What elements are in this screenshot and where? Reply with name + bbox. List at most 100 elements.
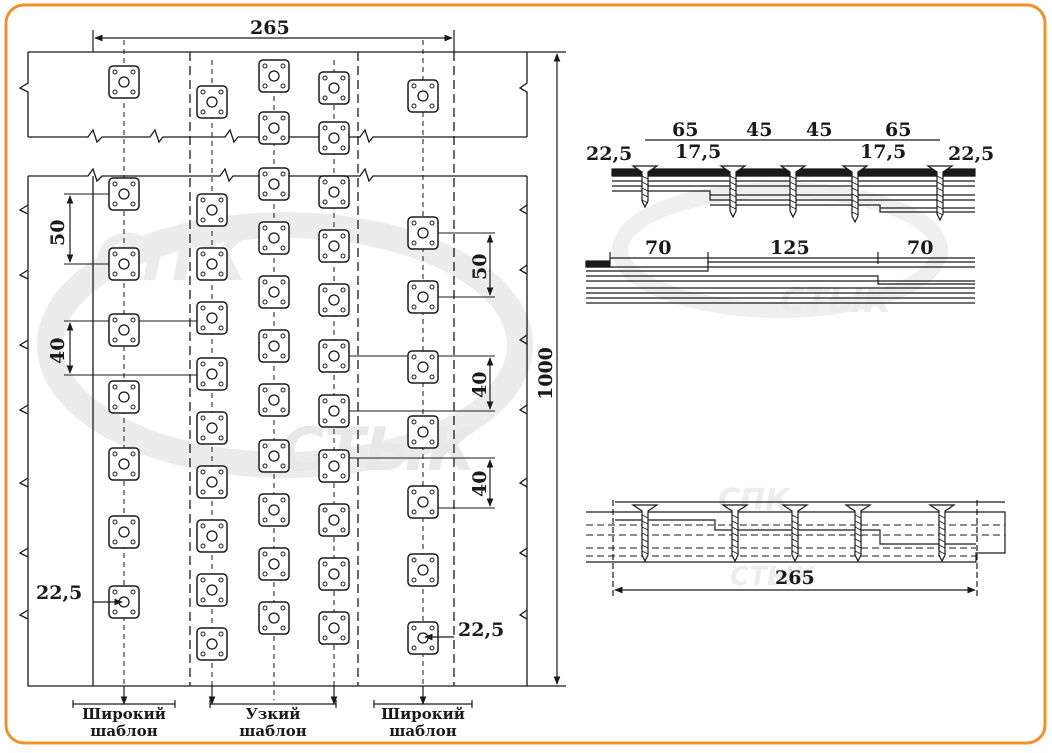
- dim-45-a: 45: [746, 119, 772, 141]
- mounting-plate: [407, 350, 439, 384]
- mounting-plate: [108, 515, 140, 549]
- mounting-plate: [258, 547, 290, 581]
- dim-65-a: 65: [672, 119, 698, 141]
- screw: [721, 504, 749, 563]
- mounting-plate: [196, 85, 228, 119]
- mounting-plate: [196, 573, 228, 607]
- screws-bottom: [631, 504, 956, 563]
- mounting-plate: [258, 601, 290, 635]
- mounting-plate: [318, 121, 350, 155]
- dim-22-5-right-label: 22,5: [458, 619, 504, 641]
- mounting-plate: [196, 465, 228, 499]
- dim-17-5-left: 17,5: [675, 141, 721, 163]
- layer-line: [586, 261, 975, 272]
- bottom-outline: [586, 511, 1006, 563]
- mounting-plate: [108, 247, 140, 281]
- mounting-plate: [318, 449, 350, 483]
- mounting-plate: [108, 447, 140, 481]
- mounting-plate: [258, 167, 290, 201]
- screw: [779, 165, 807, 219]
- watermark-text-3: СТЫК: [780, 281, 893, 321]
- mounting-plate: [258, 59, 290, 93]
- screw: [631, 165, 659, 209]
- mounting-plate: [108, 65, 140, 99]
- caption-wide-right-2: шаблон: [389, 722, 456, 740]
- mounting-plate: [258, 383, 290, 417]
- dim-65-b: 65: [885, 119, 911, 141]
- mounting-plate: [108, 313, 140, 347]
- dim-22-5-left-label: 22,5: [36, 582, 82, 604]
- dim-40-right-a-label: 40: [469, 372, 491, 398]
- mounting-plate: [318, 175, 350, 209]
- plan-main-sheet-outline: [27, 176, 528, 687]
- dim-265-bottom-label: 265: [775, 567, 815, 589]
- mounting-plate: [196, 411, 228, 445]
- watermark-text-4: СПК: [718, 483, 791, 518]
- mounting-plate: [407, 485, 439, 519]
- section-mid: [585, 252, 975, 304]
- mounting-plate: [196, 193, 228, 227]
- section-top-labels: 65 45 45 65 22,5 17,5 17,5 22,5: [586, 119, 994, 165]
- plan-dimensions: [66, 30, 566, 708]
- mounting-plate: [196, 247, 228, 281]
- mounting-plate: [318, 557, 350, 591]
- mounting-plate: [407, 553, 439, 587]
- mounting-plate: [318, 394, 350, 428]
- dim-45-b: 45: [806, 119, 832, 141]
- caption-narrow-1: Узкий: [246, 705, 301, 723]
- mounting-plate: [196, 357, 228, 391]
- mounting-plate: [108, 380, 140, 414]
- watermark-ring-right: [612, 182, 948, 318]
- mounting-plate: [196, 519, 228, 553]
- plan-top-sheet-break: [28, 128, 527, 144]
- mid-top-block: [585, 260, 611, 268]
- caption-wide-left-2: шаблон: [90, 722, 157, 740]
- mounting-plate: [108, 585, 140, 619]
- mounting-plate: [196, 627, 228, 661]
- caption-wide-left-1: Широкий: [82, 705, 166, 723]
- plan-top-sheet-outline: [18, 51, 528, 137]
- dim-22-5-edge-right: 22,5: [948, 143, 994, 165]
- watermark-text-2: СТЫК: [280, 415, 479, 485]
- mounting-plate: [318, 339, 350, 373]
- mounting-plate: [318, 611, 350, 645]
- mounting-plate: [108, 177, 140, 211]
- plan-main-sheet-break: [28, 167, 527, 183]
- mounting-plate: [407, 216, 439, 250]
- dim-50-right-label: 50: [469, 254, 491, 280]
- dim-70-a: 70: [645, 237, 671, 259]
- dim-17-5-right: 17,5: [860, 141, 906, 163]
- caption-wide-right-1: Широкий: [381, 705, 465, 723]
- mounting-plate: [318, 503, 350, 537]
- mounting-plate: [258, 329, 290, 363]
- dim-125: 125: [770, 237, 810, 259]
- mounting-plate: [258, 493, 290, 527]
- caption-narrow-2: шаблон: [239, 722, 306, 740]
- mounting-plate: [407, 280, 439, 314]
- screw: [781, 504, 809, 563]
- screw: [926, 165, 954, 222]
- dim-1000-label: 1000: [535, 347, 557, 400]
- dim-70-b: 70: [907, 237, 933, 259]
- screw: [844, 504, 872, 563]
- section-mid-labels: 70 125 70: [645, 237, 933, 259]
- dim-265-top-label: 265: [250, 17, 290, 39]
- dim-22-5-edge-left: 22,5: [586, 143, 632, 165]
- dim-40-right-b-label: 40: [469, 471, 491, 497]
- plan-left-zigzags: [18, 204, 29, 620]
- mounting-plate: [318, 71, 350, 105]
- mounting-plate: [407, 79, 439, 113]
- plates-layer: [108, 59, 439, 661]
- mounting-plate: [258, 439, 290, 473]
- mounting-plate: [258, 275, 290, 309]
- screw: [719, 165, 747, 219]
- screw: [841, 165, 869, 224]
- plan-right-zigzags: [518, 204, 528, 620]
- mounting-plate: [407, 415, 439, 449]
- screws-top: [631, 165, 954, 224]
- mounting-plate: [196, 301, 228, 335]
- screw: [631, 504, 659, 563]
- mounting-plate: [318, 283, 350, 317]
